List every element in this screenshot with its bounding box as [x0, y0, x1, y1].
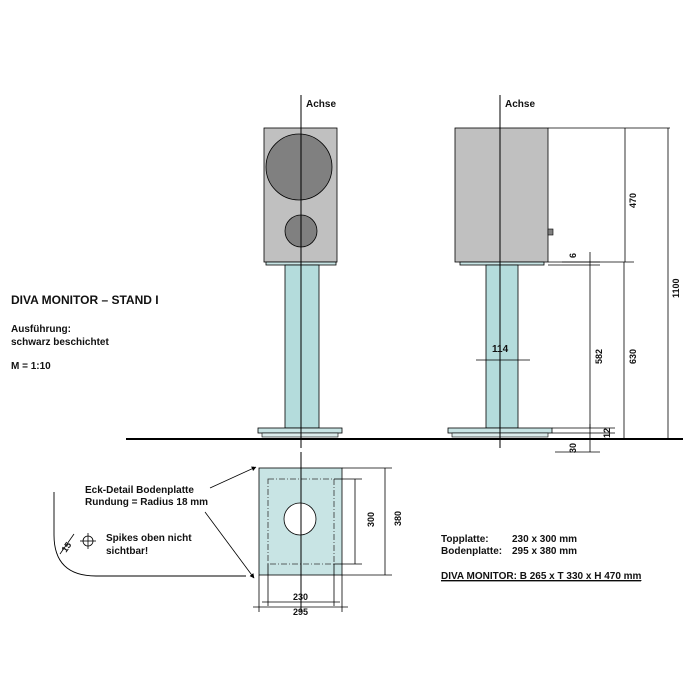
plan-view: 300 380 230 295 [253, 452, 403, 617]
drawing-title: DIVA MONITOR – STAND I [11, 293, 159, 307]
dim-top-plate-width: 230 [293, 592, 308, 602]
spike-note-line2: sichtbar! [106, 546, 148, 557]
spike-note-line1: Spikes oben nicht [106, 533, 192, 544]
dim-corner-radius: 15 [59, 540, 73, 554]
height-dimensions: 470 1100 6 582 630 12 30 [548, 127, 681, 453]
spec-monitor-dimensions: DIVA MONITOR: B 265 x T 330 x H 470 mm [441, 571, 642, 582]
front-axis-label: Achse [306, 99, 336, 110]
side-axis-label: Achse [505, 99, 535, 110]
spec-base-plate-value: 295 x 380 mm [512, 546, 577, 557]
finish-value: schwarz beschichtet [11, 337, 109, 348]
finish-label: Ausführung: [11, 324, 71, 335]
plan-column-circle [283, 502, 317, 536]
side-view: Achse 114 [447, 95, 554, 448]
side-column [485, 264, 519, 429]
spec-block: Topplatte: 230 x 300 mm Bodenplatte: 295… [441, 534, 642, 582]
side-cabinet [454, 127, 549, 263]
dim-column-width: 114 [492, 344, 509, 355]
front-column [284, 264, 320, 429]
dim-top-plate-depth: 300 [366, 512, 376, 527]
front-base-plate [257, 427, 343, 434]
side-top-plate [459, 261, 545, 266]
dim-column-height: 582 [594, 349, 604, 364]
corner-detail: Eck-Detail Bodenplatte Rundung = Radius … [53, 466, 257, 579]
dim-base-plate-depth: 380 [393, 511, 403, 526]
front-base-foot [261, 432, 339, 438]
side-terminal [547, 228, 554, 236]
spec-top-plate-value: 230 x 300 mm [512, 534, 577, 545]
front-woofer [265, 133, 333, 201]
scale-label: M = 1:10 [11, 361, 51, 372]
corner-detail-title: Eck-Detail Bodenplatte [85, 485, 194, 496]
spec-base-plate-label: Bodenplatte: [441, 546, 502, 557]
dim-gap: 6 [568, 253, 578, 258]
dim-base-plate-width: 295 [293, 607, 308, 617]
dim-baseplate-thickness: 12 [602, 428, 612, 438]
spec-top-plate-label: Topplatte: [441, 534, 489, 545]
dim-total-height: 1100 [671, 278, 681, 298]
corner-detail-radius: Rundung = Radius 18 mm [85, 497, 208, 508]
front-view: Achse [257, 95, 343, 448]
dim-stand-height: 630 [628, 349, 638, 364]
corner-radius-outline [53, 492, 246, 577]
dim-floor-offset: 30 [568, 443, 578, 453]
dim-monitor-height: 470 [628, 193, 638, 208]
